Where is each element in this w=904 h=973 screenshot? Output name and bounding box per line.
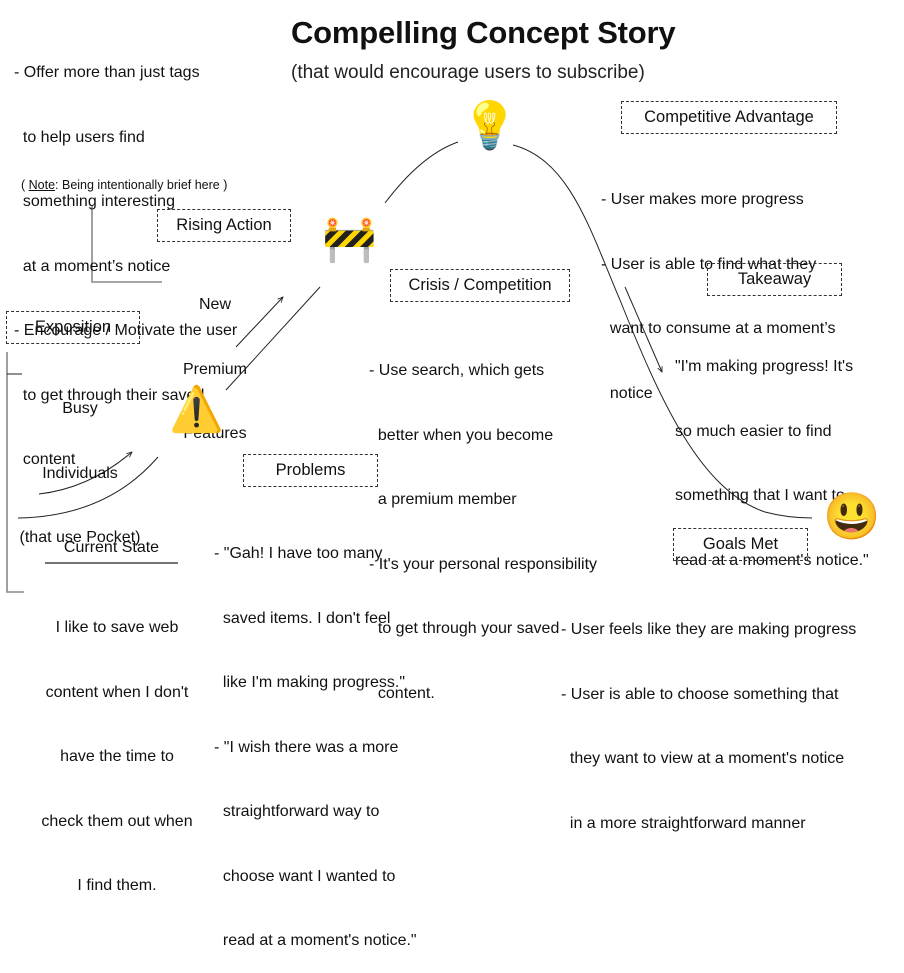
arrow-rising-action xyxy=(235,297,283,348)
takeaway-line: something that I want to xyxy=(675,487,845,504)
top-notes: - Offer more than just tags to help user… xyxy=(14,19,237,492)
rising-action-line: New xyxy=(198,296,231,313)
crisis-label: Crisis / Competition xyxy=(390,269,570,302)
problems-label: Problems xyxy=(243,454,378,487)
exposition-line: Busy xyxy=(62,400,98,417)
exposition-text: Busy Individuals (that use Pocket) xyxy=(10,355,150,570)
rising-action-line: Premium xyxy=(182,360,247,378)
lightbulb-icon: 💡 xyxy=(461,99,519,151)
crisis-line: a premium member xyxy=(369,491,517,508)
problems-line: saved items. I don't feel xyxy=(214,609,391,627)
note-prefix: ( xyxy=(21,178,29,192)
competitive-advantage-label: Competitive Advantage xyxy=(621,101,837,134)
top-notes-line: content xyxy=(14,451,76,468)
current-state-line: have the time to xyxy=(60,748,174,765)
arrow-takeaway xyxy=(624,286,662,372)
takeaway-line: "I'm making progress! It's xyxy=(675,358,854,375)
competitive-advantage-line: - User makes more progress xyxy=(601,191,804,208)
story-arc-lines xyxy=(6,141,813,593)
goals-met-line: - User is able to choose something that xyxy=(561,685,839,703)
top-notes-line: to help users find xyxy=(14,128,145,146)
current-state-line: check them out when xyxy=(41,812,193,830)
current-state-text: I like to save web content when I don't … xyxy=(22,574,212,918)
top-notes-line: at a moment’s notice xyxy=(14,257,171,275)
rising-action-label: Rising Action xyxy=(157,209,291,242)
takeaway-text: "I'm making progress! It's so much easie… xyxy=(675,313,869,593)
arrow-exposition xyxy=(38,452,132,495)
takeaway-line: so much easier to find xyxy=(675,422,832,440)
crisis-text: - Use search, which gets better when you… xyxy=(369,317,597,726)
current-state-line: I find them. xyxy=(77,877,157,894)
warning-icon: ⚠️ xyxy=(169,385,224,434)
top-notes-line: something interesting xyxy=(14,193,175,210)
crisis-line: better when you become xyxy=(369,426,554,444)
goals-met-line: - User feels like they are making progre… xyxy=(561,621,857,638)
exposition-label: Exposition xyxy=(6,311,140,344)
note-label: Note xyxy=(28,178,56,192)
arc-crisis-to-climax xyxy=(384,141,459,204)
current-state-line: I like to save web xyxy=(55,619,179,636)
takeaway-label: Takeaway xyxy=(707,263,842,296)
problems-line: - "Gah! I have too many xyxy=(214,545,383,562)
problems-line: choose want I wanted to xyxy=(214,867,396,885)
brief-note: ( Note: Being intentionally brief here ) xyxy=(21,178,227,192)
top-notes-line: - Offer more than just tags xyxy=(14,64,200,81)
competitive-advantage-text: - User makes more progress - User is abl… xyxy=(601,146,835,426)
top-notes-line: to get through their saved xyxy=(14,386,205,404)
arc-exposition-to-conflict xyxy=(17,456,159,519)
goals-met-line: in a more straightforward manner xyxy=(561,814,806,832)
crisis-line: content. xyxy=(369,684,435,702)
problems-line: like I'm making progress." xyxy=(214,674,406,691)
diagram-title: Compelling Concept Story xyxy=(291,15,676,50)
competitive-advantage-line: - User is able to find what they xyxy=(601,255,817,273)
goals-met-line: they want to view at a moment's notice xyxy=(561,750,845,767)
competitive-advantage-line: notice xyxy=(601,384,653,402)
problems-line: read at a moment's notice." xyxy=(214,932,417,949)
crisis-line: - It's your personal responsibility xyxy=(369,555,598,573)
smiley-face-icon: 😃 xyxy=(823,490,881,542)
goals-met-label: Goals Met xyxy=(673,528,808,561)
construction-barrier-icon: 🚧 xyxy=(322,215,377,264)
exposition-line: (that use Pocket) xyxy=(19,529,141,546)
arc-climax-to-resolution xyxy=(512,144,813,519)
diagram-subtitle: (that would encourage users to subscribe… xyxy=(291,62,645,83)
bracket-top-notes xyxy=(91,205,162,283)
rising-action-line: Features xyxy=(183,425,247,442)
bracket-exposition xyxy=(6,352,24,593)
rising-action-text: New Premium Features xyxy=(165,251,265,466)
top-notes-line: - Encourage / Motivate the user xyxy=(14,322,238,339)
note-text: : Being intentionally brief here ) xyxy=(55,178,228,192)
crisis-line: - Use search, which gets xyxy=(369,362,545,379)
arc-conflict-to-crisis xyxy=(225,286,321,391)
problems-line: - "I wish there was a more xyxy=(214,738,399,756)
competitive-advantage-line: want to consume at a moment’s xyxy=(601,320,836,337)
crisis-line: to get through your saved xyxy=(369,620,560,637)
problems-line: straightforward way to xyxy=(214,803,380,820)
current-state-line: content when I don't xyxy=(45,683,189,701)
goals-met-text: - User feels like they are making progre… xyxy=(561,576,856,856)
exposition-line: Individuals xyxy=(42,464,118,482)
current-state-label: Current State xyxy=(63,539,160,556)
